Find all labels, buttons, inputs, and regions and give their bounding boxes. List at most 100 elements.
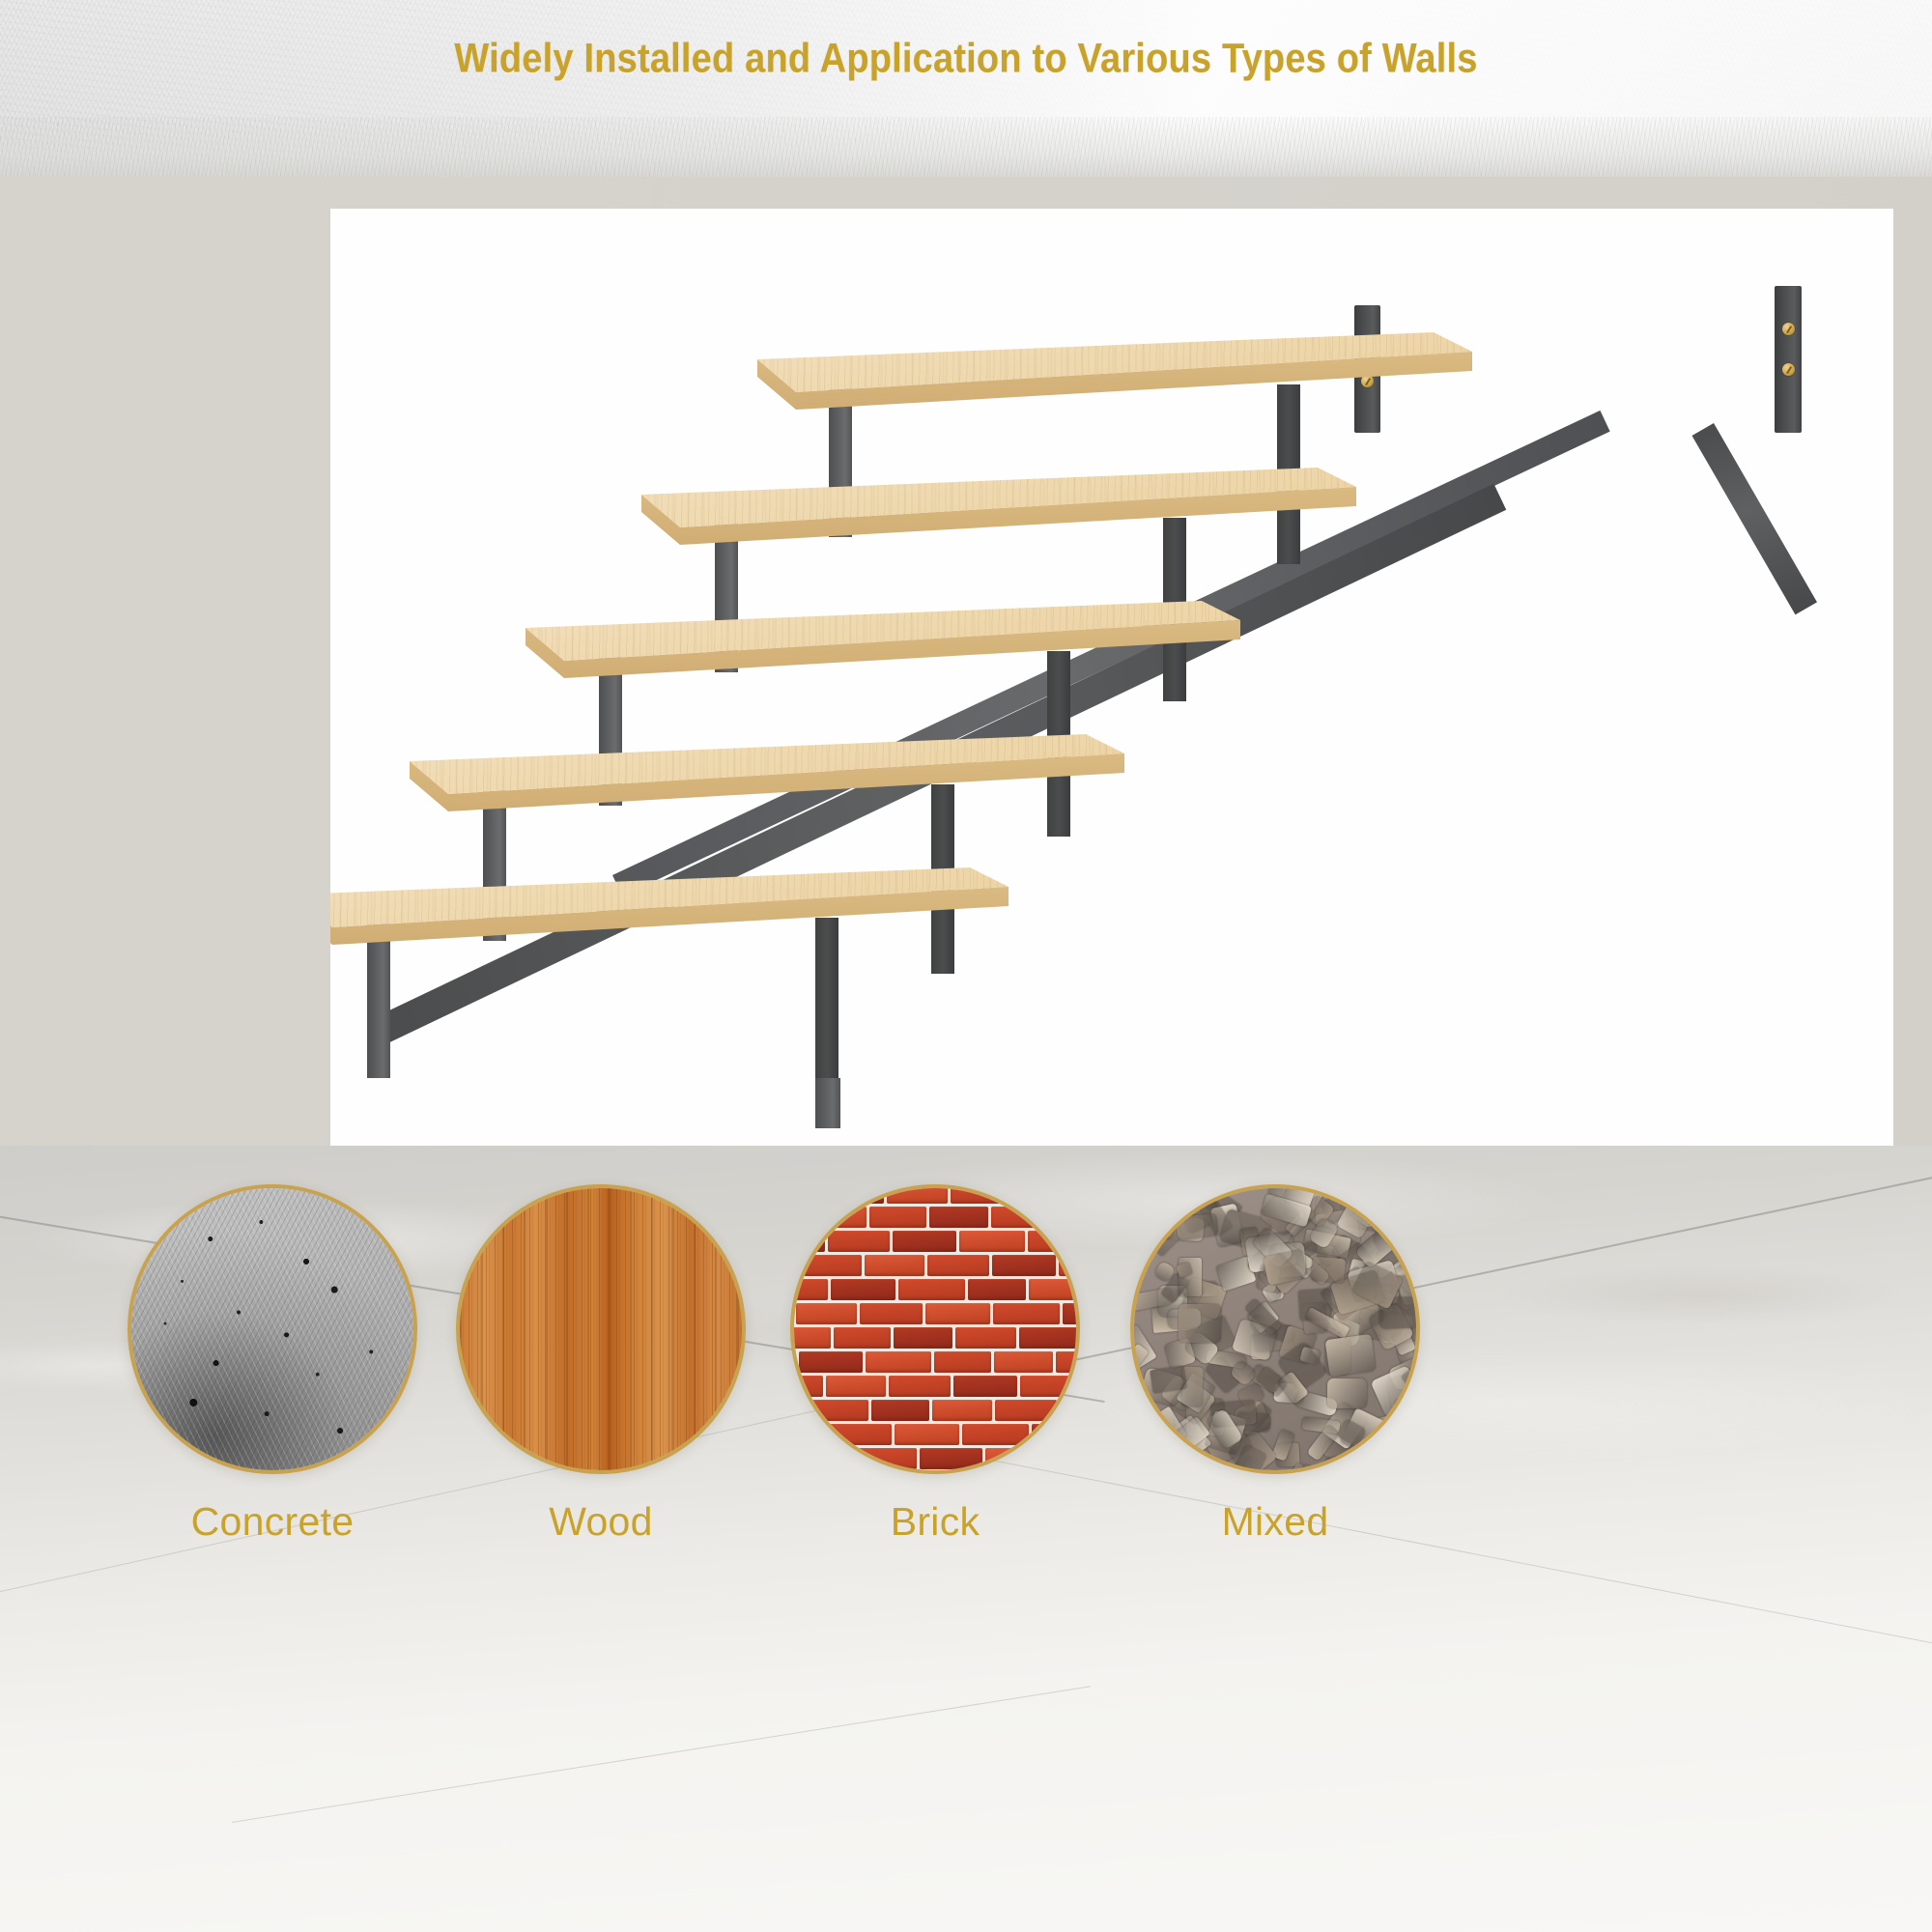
brick-unit	[932, 1400, 992, 1421]
brick-unit	[889, 1376, 951, 1397]
stone-chunk	[1176, 1212, 1219, 1239]
brick-unit	[794, 1448, 853, 1469]
brick-unit	[790, 1303, 793, 1324]
brick-unit	[955, 1327, 1016, 1349]
brick-unit	[831, 1279, 895, 1300]
swatch-label-brick: Brick	[890, 1499, 980, 1544]
brick-unit	[920, 1448, 982, 1469]
mixed-swatch-disc	[1130, 1184, 1420, 1474]
stone-chunk	[1324, 1334, 1376, 1378]
brick-unit	[790, 1448, 791, 1469]
brick-unit	[866, 1351, 931, 1373]
mixed-stone-texture-icon	[1134, 1188, 1416, 1470]
stone-chunk	[1263, 1249, 1308, 1287]
brick-unit	[893, 1231, 956, 1252]
brick-unit	[960, 1472, 1019, 1474]
brick-unit	[929, 1207, 988, 1228]
stone-chunk	[1310, 1256, 1347, 1284]
brick-unit	[993, 1303, 1060, 1324]
brick-unit	[832, 1472, 897, 1474]
wood-grain-texture-icon	[460, 1188, 742, 1470]
brick-unit	[865, 1255, 924, 1276]
stone-chunk	[1417, 1415, 1420, 1464]
brick-unit	[794, 1255, 801, 1276]
brick-unit	[869, 1207, 926, 1228]
base-foot-post	[815, 1078, 840, 1128]
brick-unit	[992, 1255, 1056, 1276]
brick-unit	[995, 1400, 1057, 1421]
brick-unit	[794, 1400, 799, 1421]
brick-unit	[794, 1351, 796, 1373]
bracket-screw-2b	[1782, 363, 1795, 376]
stone-chunk	[1147, 1213, 1165, 1230]
brick-unit	[900, 1472, 957, 1474]
brick-unit	[794, 1327, 831, 1349]
stone-chunk	[1178, 1303, 1221, 1344]
material-swatch-row: Concrete Wood Brick Mixed	[0, 1146, 1932, 1932]
brick-unit	[994, 1351, 1053, 1373]
brick-unit	[860, 1303, 923, 1324]
brick-unit	[991, 1207, 1052, 1228]
brick-unit	[794, 1188, 822, 1204]
brick-unit	[794, 1231, 825, 1252]
brick-unit	[1055, 1207, 1076, 1228]
brick-unit	[829, 1424, 892, 1445]
stone-chunk	[1418, 1191, 1420, 1218]
stone-chunk	[1268, 1473, 1292, 1474]
brick-unit	[953, 1376, 1017, 1397]
brick-unit	[1032, 1424, 1076, 1445]
brick-unit	[794, 1279, 828, 1300]
swatch-concrete[interactable]: Concrete	[128, 1184, 417, 1544]
concrete-swatch-disc	[128, 1184, 417, 1474]
bracket-screw-2a	[1782, 323, 1795, 335]
swatch-brick[interactable]: Brick	[790, 1184, 1080, 1544]
brick-swatch-disc	[790, 1184, 1080, 1474]
brick-unit	[1063, 1303, 1076, 1324]
brick-unit	[801, 1207, 867, 1228]
brick-unit	[887, 1188, 948, 1204]
brick-unit	[895, 1424, 959, 1445]
brick-unit	[1060, 1400, 1076, 1421]
wall-brace-right	[1691, 423, 1817, 615]
swatch-label-wood: Wood	[549, 1499, 653, 1544]
header-wall-banner	[0, 0, 1932, 179]
brick-unit	[802, 1400, 868, 1421]
floating-staircase	[330, 209, 1893, 1416]
brick-unit	[985, 1448, 1050, 1469]
brick-unit	[894, 1327, 952, 1349]
brick-unit	[796, 1303, 857, 1324]
swatch-label-mixed: Mixed	[1221, 1499, 1329, 1544]
brick-unit	[898, 1279, 965, 1300]
brick-unit	[794, 1376, 823, 1397]
brick-unit	[1022, 1472, 1080, 1474]
brick-unit	[1059, 1255, 1076, 1276]
brick-unit	[804, 1255, 862, 1276]
brick-unit	[828, 1231, 890, 1252]
brick-unit	[826, 1376, 886, 1397]
brick-texture-icon	[794, 1188, 1076, 1470]
brick-unit	[959, 1231, 1025, 1252]
brick-unit	[1029, 1279, 1076, 1300]
brick-unit	[1019, 1327, 1076, 1349]
brick-unit	[1056, 1351, 1076, 1373]
stone-chunk	[1418, 1285, 1420, 1312]
wall-lower-grain	[0, 117, 1932, 179]
brick-unit	[962, 1424, 1029, 1445]
brick-unit	[934, 1351, 991, 1373]
brick-unit	[1053, 1448, 1076, 1469]
stone-chunk	[1415, 1461, 1416, 1470]
brick-unit	[856, 1448, 917, 1469]
bracket-screw-1b	[1361, 375, 1374, 387]
swatch-wood[interactable]: Wood	[456, 1184, 746, 1544]
stone-chunk	[1193, 1463, 1222, 1470]
brick-unit	[925, 1303, 990, 1324]
brick-unit	[825, 1188, 884, 1204]
tread-1-post-left	[367, 918, 390, 1078]
brick-unit	[790, 1472, 829, 1474]
brick-unit	[1016, 1188, 1076, 1204]
brick-unit	[951, 1188, 1013, 1204]
swatch-mixed[interactable]: Mixed	[1130, 1184, 1420, 1544]
brick-unit	[794, 1424, 826, 1445]
brick-unit	[927, 1255, 989, 1276]
brick-unit	[871, 1400, 929, 1421]
